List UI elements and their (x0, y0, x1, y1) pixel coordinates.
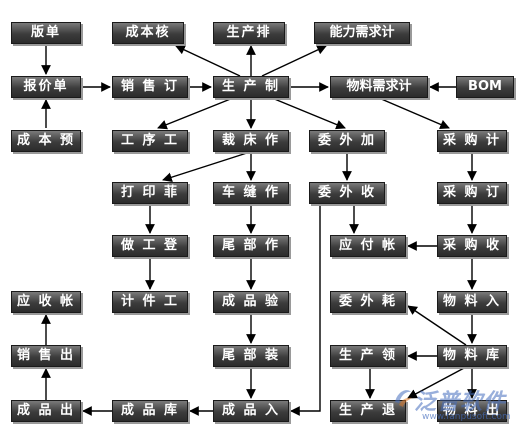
node-bao-jia-dan: 报价单 (11, 76, 81, 98)
watermark-url: www.fanpusoft.com (422, 412, 511, 422)
fanpu-logo-icon (395, 390, 412, 407)
connector-arrow (271, 97, 346, 130)
node-che-feng-zuo: 车 缝 作 (213, 182, 289, 204)
node-zuo-gong-deng: 做 工 登 (112, 235, 188, 257)
node-wu-liao-ku: 物 料 库 (437, 345, 507, 367)
node-sheng-chan-pai: 生产排 (213, 22, 285, 44)
node-wu-liao-xu-qiu-ji: 物料需求计 (330, 76, 428, 98)
node-cheng-pin-ku: 成 品 库 (112, 400, 188, 422)
connector-arrow (157, 97, 234, 130)
node-neng-li-xu-qiu-ji: 能力需求计 (314, 22, 410, 44)
node-cheng-pin-chu: 成 品 出 (11, 400, 81, 422)
node-bom: BOM (456, 76, 514, 98)
node-sheng-chan-tui: 生 产 退 (330, 400, 406, 422)
node-sheng-chan-zhi: 生 产 制 (213, 76, 289, 98)
node-cheng-pin-ru: 成 品 入 (213, 400, 289, 422)
node-cheng-pin-yan: 成 品 验 (213, 291, 289, 313)
connector-arrow (378, 97, 450, 130)
node-cheng-ben-yu: 成 本 预 (11, 130, 81, 152)
connector-arrow (261, 45, 327, 77)
node-wei-wai-hao: 委 外 耗 (330, 291, 406, 313)
connector-arrow (290, 204, 321, 416)
connector-arrow (407, 305, 467, 346)
node-ban-dan: 版单 (11, 22, 81, 44)
node-wei-wai-shou: 委 外 收 (309, 182, 385, 204)
node-ji-jian-gong: 计 件 工 (112, 291, 188, 313)
watermark-brand: 泛普软件 (414, 389, 507, 415)
node-cai-gou-ding: 采 购 订 (437, 182, 507, 204)
node-wei-wai-jia: 委 外 加 (309, 130, 385, 152)
node-cai-chuang-zuo: 裁 床 作 (213, 130, 289, 152)
connector-arrow (162, 151, 251, 182)
node-da-yin-fei: 打 印 菲 (112, 182, 188, 204)
node-xiao-shou-ding: 销 售 订 (112, 76, 188, 98)
node-gong-xu-gong: 工 序 工 (112, 130, 188, 152)
node-wei-bu-zuo: 尾 部 作 (213, 235, 289, 257)
node-cai-gou-shou: 采 购 收 (437, 235, 507, 257)
node-sheng-chan-ling: 生 产 领 (330, 345, 406, 367)
connector-arrow (407, 366, 467, 399)
node-wei-bu-zhuang: 尾 部 装 (213, 345, 289, 367)
connector-arrow (175, 45, 241, 77)
node-cheng-ben-he: 成本核 (112, 22, 184, 44)
node-ying-shou-zhang: 应 收 帐 (11, 291, 81, 313)
node-wu-liao-ru: 物 料 入 (437, 291, 507, 313)
node-wu-liao-chu: 物 料 出 (437, 400, 507, 422)
node-xiao-shou-chu: 销 售 出 (11, 345, 81, 367)
node-ying-fu-zhang: 应 付 帐 (330, 235, 406, 257)
watermark: 泛普软件 www.fanpusoft.com (392, 384, 516, 428)
node-cai-gou-ji: 采 购 计 (437, 130, 507, 152)
